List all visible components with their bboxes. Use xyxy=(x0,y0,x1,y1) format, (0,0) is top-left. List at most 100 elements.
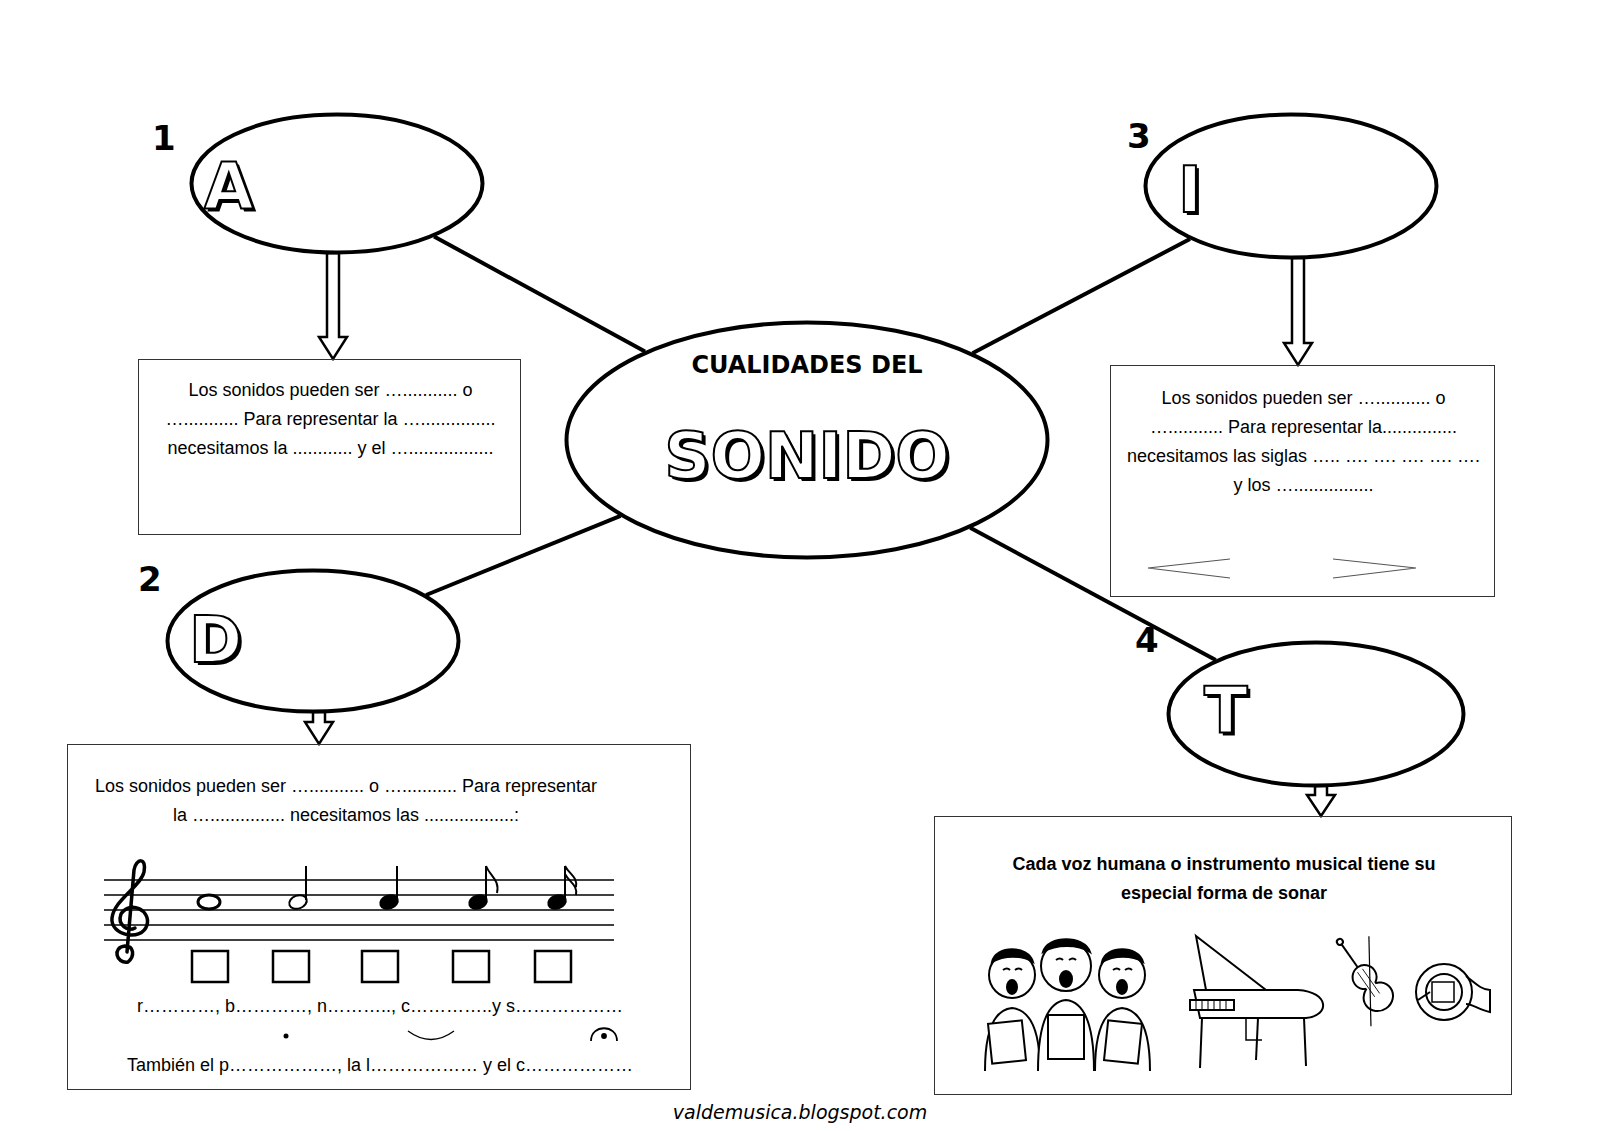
music-staff-part xyxy=(104,924,614,925)
initial-letter: T xyxy=(1204,679,1248,743)
box-text: Cada voz humana o instrumento musical ti… xyxy=(984,850,1464,908)
note-quarter-part xyxy=(396,866,398,900)
connector-line xyxy=(972,239,1189,353)
note-sixteenth-part xyxy=(564,866,566,900)
note-eighth xyxy=(467,866,497,911)
ellipse-shape xyxy=(168,571,459,712)
connector-line xyxy=(434,236,645,351)
grand-piano-part xyxy=(1190,1000,1234,1010)
callout-number: 3 xyxy=(1127,116,1151,156)
dynamics-hairpin xyxy=(1148,559,1416,578)
singing-children-part xyxy=(992,949,1033,962)
music-staff-part xyxy=(104,879,614,880)
french-horn-part xyxy=(1416,964,1472,1020)
violin-part xyxy=(1366,982,1379,994)
music-staff xyxy=(104,880,614,940)
callout-number: 2 xyxy=(138,559,162,599)
description-box: Cada voz humana o instrumento musical ti… xyxy=(934,816,1512,1095)
slur-symbol xyxy=(408,1031,454,1040)
note-whole-part xyxy=(198,895,220,909)
singing-children-part xyxy=(1003,959,1132,971)
answer-square-part xyxy=(362,951,398,982)
singing-children-part xyxy=(1048,1015,1084,1059)
slur-symbol-part xyxy=(408,1031,454,1040)
question-box: Los sonidos pueden ser …........... o ….… xyxy=(1110,365,1495,597)
answer-square-part xyxy=(453,951,489,982)
fermata-symbol-part xyxy=(591,1028,617,1041)
violin-part xyxy=(1358,969,1380,997)
note-eighth-part xyxy=(485,866,487,900)
box-text: Los sonidos pueden ser …........... o ….… xyxy=(151,376,510,463)
violin xyxy=(1319,924,1412,1026)
music-staff-part xyxy=(104,939,614,940)
quality-ellipse: I xyxy=(1143,112,1439,260)
grand-piano-part xyxy=(1196,1000,1226,1010)
singing-children-part xyxy=(1038,1000,1094,1071)
staccato-dot-part xyxy=(284,1034,289,1039)
note-whole xyxy=(198,895,220,909)
violin-part xyxy=(1328,936,1412,1026)
violin-part xyxy=(1336,938,1344,946)
center-ellipse: CUALIDADES DEL SONIDO xyxy=(564,320,1050,560)
note-sixteenth xyxy=(546,866,576,911)
grand-piano-part xyxy=(1304,1018,1306,1066)
ellipse-shape xyxy=(1169,643,1464,786)
connector-line xyxy=(426,516,620,595)
violin-part xyxy=(1342,944,1358,967)
box-text: Los sonidos pueden ser …........... o ….… xyxy=(1123,384,1484,500)
dynamics-hairpin-part xyxy=(1333,559,1416,578)
callout-number: 4 xyxy=(1135,620,1159,660)
french-horn-part xyxy=(1426,974,1462,1010)
answer-square xyxy=(192,951,571,982)
french-horn xyxy=(1416,964,1490,1020)
french-horn-part xyxy=(1418,992,1430,1000)
staccato-dot xyxy=(284,1034,289,1039)
singing-children xyxy=(985,939,1150,1071)
fermata-symbol-part xyxy=(602,1034,606,1038)
treble-clef-part xyxy=(112,861,148,962)
initial-letter: A xyxy=(204,155,254,219)
music-staff-part xyxy=(104,909,614,910)
grand-piano xyxy=(1190,936,1323,1068)
initial-letter: D xyxy=(189,608,242,672)
note-half-part xyxy=(305,866,307,900)
singing-children-part xyxy=(1095,1008,1150,1071)
quality-ellipse: A xyxy=(189,112,485,255)
grand-piano-part xyxy=(1200,1018,1202,1068)
question-box: Los sonidos pueden ser …........... o ….… xyxy=(138,359,521,535)
singing-children-part xyxy=(985,1008,1040,1071)
singing-children-part xyxy=(988,1020,1026,1063)
note-eighth-part xyxy=(486,866,498,893)
callout-number: 1 xyxy=(152,118,176,158)
ellipse-shape xyxy=(192,115,483,253)
block-arrow xyxy=(319,253,347,359)
singing-children-part xyxy=(1043,939,1090,952)
question-box: Los sonidos pueden ser …........... o ….… xyxy=(67,744,691,1090)
answer-square-part xyxy=(192,951,228,982)
block-arrow xyxy=(305,712,333,744)
answer-square-part xyxy=(273,951,309,982)
center-heading: CUALIDADES DEL xyxy=(687,348,927,382)
initial-letter: I xyxy=(1178,158,1202,222)
quality-ellipse: D xyxy=(165,568,461,714)
singing-children-part xyxy=(1102,949,1143,962)
answer-square-part xyxy=(535,951,571,982)
ellipse-shape xyxy=(1146,115,1437,258)
note-sixteenth-part xyxy=(565,866,576,895)
fermata-symbol xyxy=(591,1028,617,1041)
singing-children-part xyxy=(1117,980,1127,994)
singing-children-part xyxy=(1104,1020,1142,1063)
grand-piano-part xyxy=(1256,1018,1258,1060)
music-staff-part xyxy=(104,894,614,895)
grand-piano-part xyxy=(1196,936,1266,990)
dynamics-hairpin-part xyxy=(1148,559,1230,578)
block-arrow xyxy=(1284,258,1312,365)
french-horn-part xyxy=(1466,976,1490,1012)
note-half xyxy=(287,866,308,911)
center-heading: SONIDO xyxy=(564,420,1050,492)
singing-children-part xyxy=(1060,971,1072,987)
box-text: También el p………………, la l……………… y el c………… xyxy=(78,1051,682,1080)
